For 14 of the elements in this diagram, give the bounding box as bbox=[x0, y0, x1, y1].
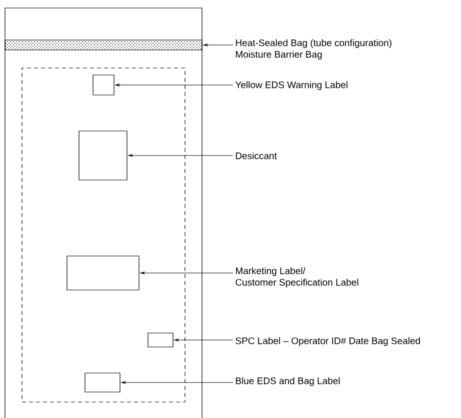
callout-text: Heat-Sealed Bag (tube configuration) Moisture Barrier Bag bbox=[236, 39, 392, 60]
callout-text: Marketing Label/ Customer Specification Label bbox=[236, 267, 358, 288]
dashed-inner-bag bbox=[22, 68, 186, 402]
heat-seal-band bbox=[4, 40, 202, 50]
callout-text: Desiccant bbox=[236, 152, 277, 160]
label-box bbox=[92, 74, 114, 96]
callout-text: Blue EDS and Bag Label bbox=[236, 377, 340, 386]
label-box bbox=[148, 332, 174, 348]
label-box bbox=[66, 256, 140, 290]
label-box bbox=[84, 372, 120, 392]
callout-text: SPC Label – Operator ID# Date Bag Sealed bbox=[236, 337, 420, 346]
desiccant-box bbox=[78, 130, 128, 180]
callout-text: Yellow EDS Warning Label bbox=[235, 81, 348, 90]
bag-outline bbox=[4, 8, 202, 418]
